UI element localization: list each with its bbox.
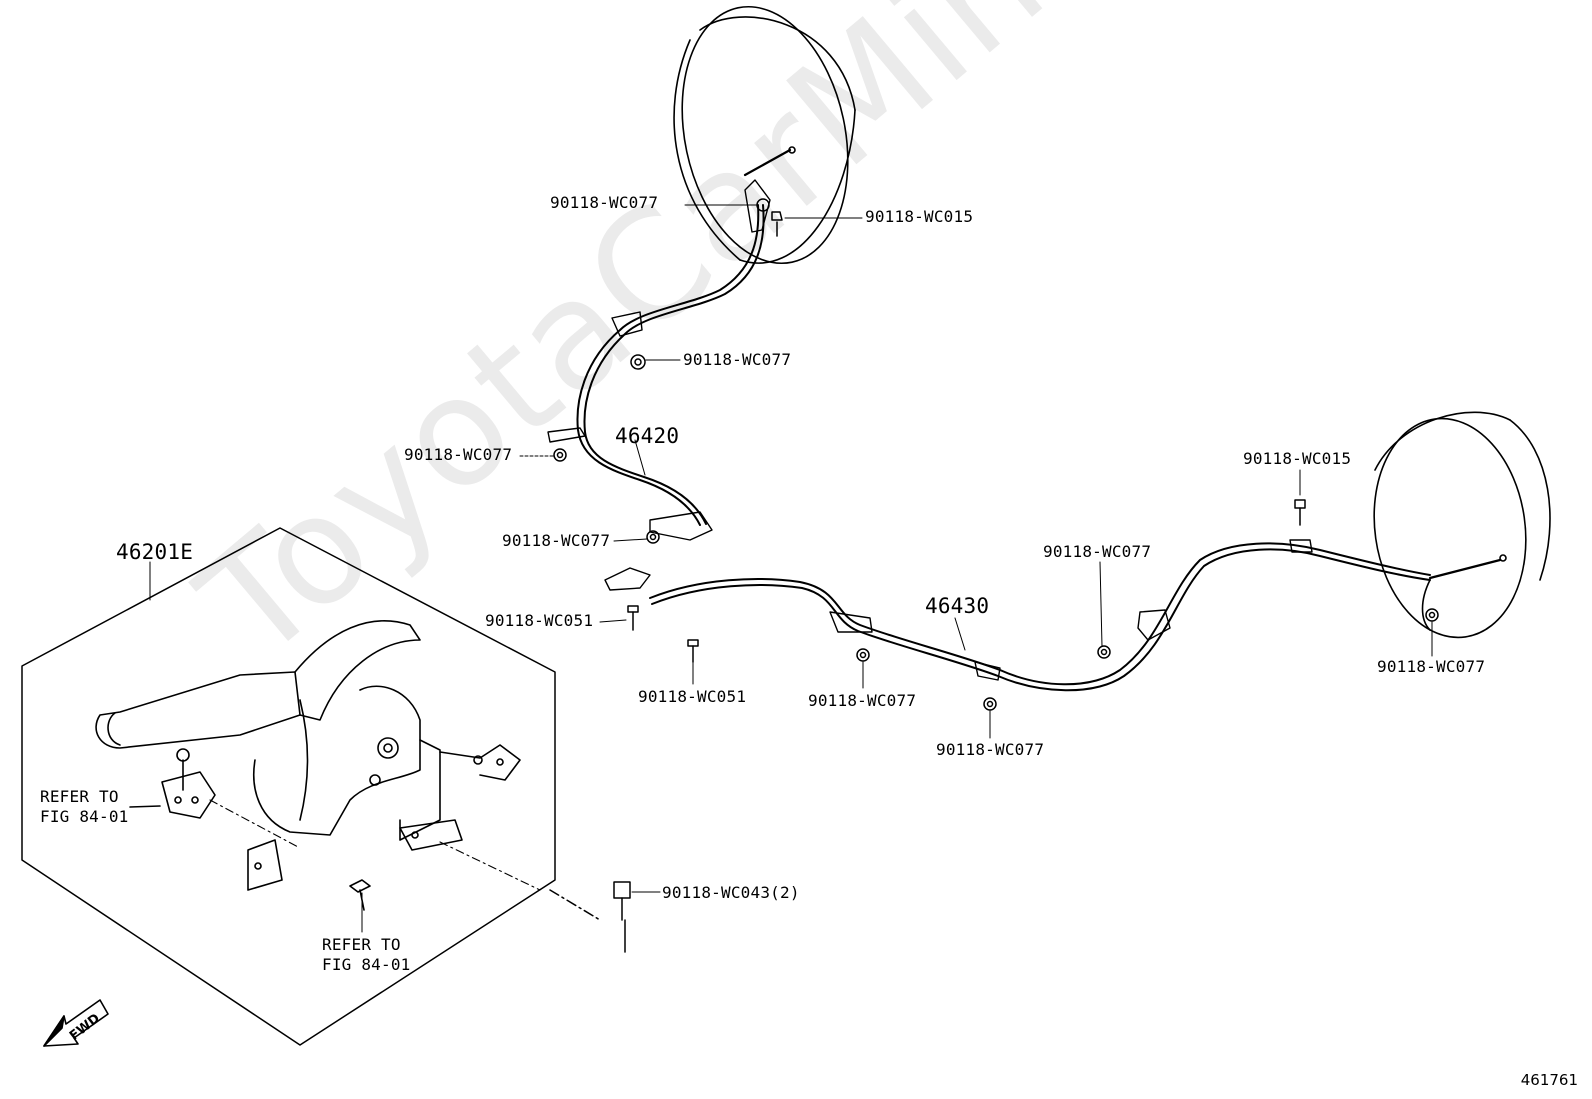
- callout-90118-wc077-upper: 90118-WC077: [683, 350, 792, 369]
- leader-lines: [149, 204, 1433, 933]
- part-number-46420: 46420: [615, 424, 680, 448]
- callout-90118-wc077-right-mid: 90118-WC077: [1043, 542, 1152, 561]
- fasteners: [553, 198, 1439, 921]
- refer-to-fig-note-2: REFER TO FIG 84-01: [322, 935, 411, 974]
- callout-90118-wc015-right: 90118-WC015: [1243, 449, 1352, 468]
- cable-46420: [547, 179, 771, 591]
- parking-brake-lever: [95, 620, 521, 911]
- callout-90118-wc077-bottom1: 90118-WC077: [808, 691, 917, 710]
- callout-90118-wc051-mid: 90118-WC051: [638, 687, 747, 706]
- callout-90118-wc077-bottom2: 90118-WC077: [936, 740, 1045, 759]
- document-number: 461761: [1520, 1071, 1578, 1089]
- part-number-46430: 46430: [925, 594, 990, 618]
- brake-drum-upper: [673, 5, 856, 265]
- refer-to-fig-note-1: REFER TO FIG 84-01: [40, 787, 129, 826]
- callout-90118-wc043: 90118-WC043(2): [662, 883, 800, 902]
- brake-drum-lower: [1373, 411, 1551, 639]
- lever-box: [21, 527, 626, 1046]
- callout-90118-wc077-left2: 90118-WC077: [502, 531, 611, 550]
- part-number-46201e: 46201E: [116, 540, 194, 564]
- callout-90118-wc015-top: 90118-WC015: [865, 207, 974, 226]
- fwd-arrow-icon: [43, 999, 109, 1047]
- callout-90118-wc051-left: 90118-WC051: [485, 611, 594, 630]
- callout-90118-wc077-top: 90118-WC077: [550, 193, 659, 212]
- cable-46430: [649, 539, 1431, 692]
- callout-90118-wc077-left: 90118-WC077: [404, 445, 513, 464]
- callout-90118-wc077-right: 90118-WC077: [1377, 657, 1486, 676]
